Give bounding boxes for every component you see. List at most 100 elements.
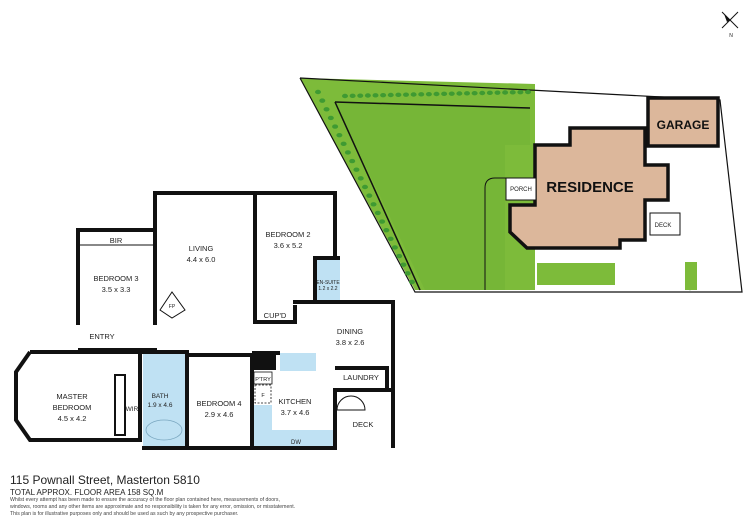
tree: [319, 98, 326, 103]
bath-label: BATH: [152, 393, 169, 400]
floor-plan: LIVING 4.4 x 6.0 BEDROOM 2 3.6 x 5.2 BIR…: [14, 191, 395, 450]
deck-door: [336, 395, 366, 411]
tree: [425, 91, 432, 97]
tree: [374, 210, 381, 216]
footer: 115 Pownall Street, Masterton 5810 TOTAL…: [10, 473, 295, 518]
tree: [396, 253, 403, 259]
tree: [387, 92, 394, 98]
compass-icon: N: [721, 11, 739, 39]
laundry-label: LAUNDRY: [343, 373, 379, 382]
porch: [505, 177, 537, 201]
property-boundary: [299, 77, 743, 293]
porch-label: PORCH: [510, 187, 532, 193]
residence-label: RESIDENCE: [546, 179, 634, 196]
disclaimer-line-1: Whilst every attempt has been made to en…: [10, 497, 280, 503]
hedge: [685, 262, 697, 290]
bedroom4-label: BEDROOM 4: [196, 399, 241, 408]
kitchen-label: KITCHEN: [279, 397, 312, 406]
master-label-1: MASTER: [56, 392, 88, 401]
master-label-2: BEDROOM: [53, 403, 92, 412]
compass-north-label: N: [729, 33, 733, 39]
tree: [349, 93, 356, 99]
tree: [391, 245, 398, 250]
tree: [441, 91, 448, 97]
master-size: 4.5 x 4.2: [58, 414, 87, 423]
tree: [517, 89, 524, 95]
fridge-label: F: [261, 393, 265, 399]
ensuite-label: EN-SUITE: [316, 280, 340, 286]
tree: [502, 90, 509, 95]
tree: [525, 89, 531, 95]
bedroom2-size: 3.6 x 5.2: [274, 241, 303, 250]
tree: [353, 167, 360, 172]
bedroom4-size: 2.9 x 4.6: [205, 410, 234, 419]
tree: [409, 279, 415, 285]
site-deck: [649, 212, 681, 236]
tree: [344, 150, 351, 155]
tree: [327, 115, 334, 121]
tree: [403, 92, 409, 97]
wir-label: WIR: [126, 406, 139, 413]
address: 115 Pownall Street, Masterton 5810: [10, 473, 200, 487]
site-deck-label: DECK: [655, 223, 672, 229]
disclaimer-line-2: windows, rooms and any other items are a…: [10, 504, 296, 510]
pantry-label: P'TRY: [255, 377, 271, 383]
tree: [357, 93, 364, 98]
tree: [332, 124, 339, 129]
living-size: 4.4 x 6.0: [187, 255, 216, 264]
bedroom3-size: 3.5 x 3.3: [102, 285, 131, 294]
entry-label: ENTRY: [89, 332, 114, 341]
tree: [340, 141, 347, 147]
tree: [362, 184, 368, 190]
bathtub: [145, 419, 183, 441]
garage-building: [646, 96, 720, 148]
tree: [410, 92, 417, 97]
tree: [315, 89, 321, 95]
site-plan: RESIDENCE PORCH DECK GARAGE: [299, 77, 743, 293]
tree: [357, 176, 364, 181]
garden-strip: [537, 263, 615, 285]
tree: [349, 158, 356, 164]
wardrobe: [114, 374, 126, 436]
dining-size: 3.8 x 2.6: [336, 338, 365, 347]
deck-label: DECK: [353, 420, 374, 429]
residence-building: [508, 126, 670, 250]
tree: [471, 90, 478, 96]
bedroom3-label: BEDROOM 3: [93, 274, 138, 283]
tree: [494, 90, 501, 95]
fp-label: FP: [169, 304, 176, 310]
tree: [336, 132, 343, 138]
tree: [366, 193, 373, 198]
tree: [486, 90, 493, 96]
tree: [464, 91, 470, 96]
cupd-label: CUP'D: [264, 311, 287, 320]
tree: [395, 92, 402, 98]
tree: [448, 91, 455, 96]
tree: [400, 262, 407, 267]
tree: [380, 92, 387, 98]
garage-label: GARAGE: [657, 118, 710, 132]
tree: [433, 91, 440, 97]
tree: [418, 92, 425, 97]
tree: [323, 107, 330, 112]
ensuite-size: 1.2 x 2.2: [318, 286, 337, 292]
disclaimer-line-3: This plan is for illustrative purposes o…: [10, 511, 239, 517]
bath-size: 1.9 x 4.6: [148, 402, 173, 409]
tree: [456, 91, 463, 96]
kitchen-size: 3.7 x 4.6: [281, 408, 310, 417]
tree: [342, 93, 348, 99]
tree: [370, 202, 377, 207]
tree: [387, 236, 394, 242]
tree: [383, 227, 390, 233]
dining-label: DINING: [337, 327, 363, 336]
tree: [404, 271, 411, 276]
tree: [379, 219, 386, 224]
living-label: LIVING: [189, 244, 214, 253]
tree: [372, 93, 379, 98]
bir-label: BIR: [110, 236, 123, 245]
fireplace: [159, 291, 186, 319]
dw-label: DW: [291, 440, 301, 446]
tree: [479, 90, 486, 96]
tree: [364, 93, 371, 98]
